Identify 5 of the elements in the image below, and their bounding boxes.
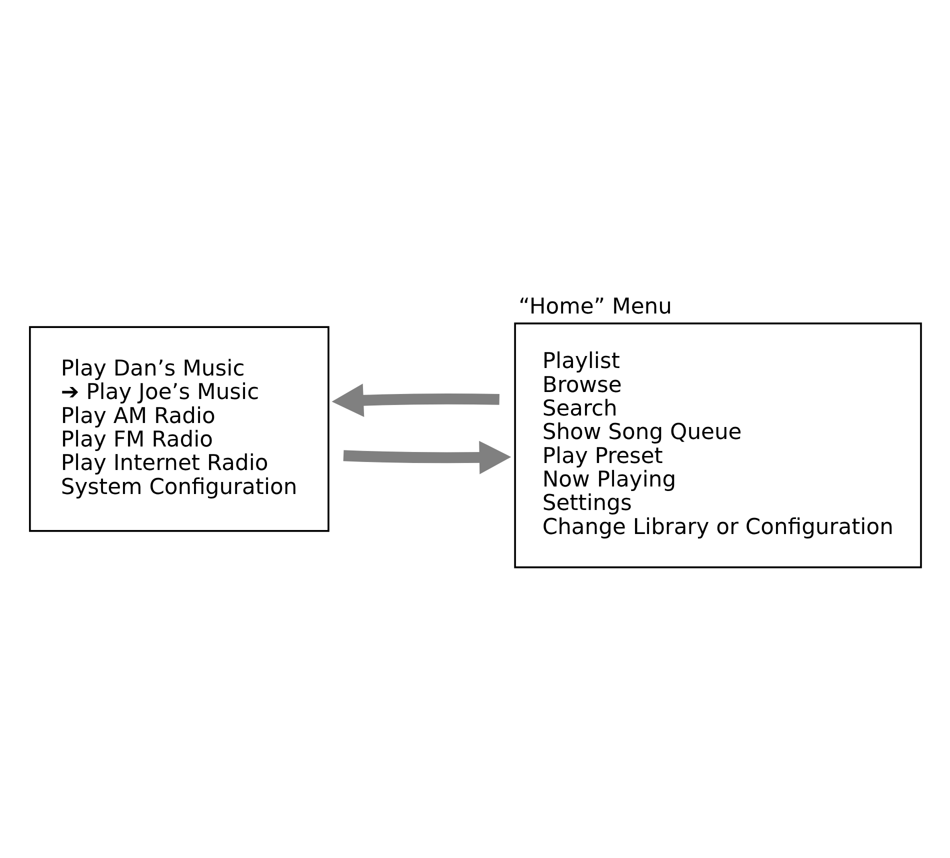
node-label: “Home” Menu bbox=[518, 294, 672, 320]
arrow bbox=[332, 384, 500, 417]
node-box: Play Dan’s Music ➔ Play Joe’s Music Play AM Radio Play FM Radio Play Internet Radio System Configuration bbox=[29, 326, 330, 532]
arrow bbox=[343, 440, 512, 474]
node-box: Playlist Browse Search Show Song Queue Play Preset Now Playing Settings Change Library or Configuration bbox=[514, 322, 922, 568]
